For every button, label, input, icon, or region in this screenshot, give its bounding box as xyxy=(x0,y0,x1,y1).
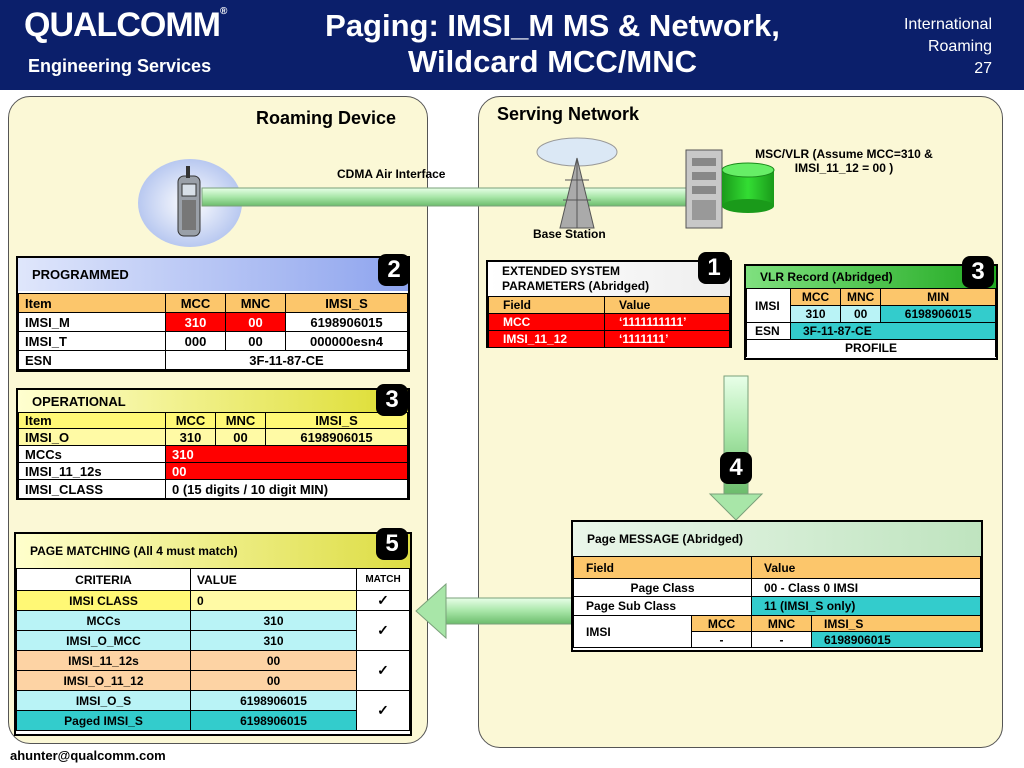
match-check-icon-imsi-s: ✓ xyxy=(356,690,410,731)
phone-icon xyxy=(177,166,201,237)
air-interface-pipe xyxy=(201,187,693,207)
roaming-device-title: Roaming Device xyxy=(256,108,397,128)
step-3-badge-operational: 3 xyxy=(376,384,408,416)
vlr-grid: IMSI MCC MNC MIN 310 00 6198906015 ESN 3… xyxy=(746,288,996,357)
extended-header: EXTENDED SYSTEM PARAMETERS (Abridged) xyxy=(488,262,730,296)
page-matching-header: PAGE MATCHING (All 4 must match) xyxy=(16,534,410,568)
extended-system-parameters-table: EXTENDED SYSTEM PARAMETERS (Abridged) Fi… xyxy=(486,260,732,348)
left-arrow xyxy=(415,582,573,640)
vlr-record-table: VLR Record (Abridged) IMSI MCC MNC MIN 3… xyxy=(744,264,998,360)
serving-network-title: Serving Network xyxy=(497,104,640,124)
msc-server-icon xyxy=(685,149,723,229)
base-station-icon xyxy=(536,137,618,229)
page-message-table: Page MESSAGE (Abridged) Field Value Page… xyxy=(571,520,983,652)
page-matching-table: PAGE MATCHING (All 4 must match) CRITERI… xyxy=(14,532,412,736)
vlr-header: VLR Record (Abridged) xyxy=(746,266,996,288)
step-4-badge: 4 xyxy=(720,452,752,484)
msc-vlr-label: MSC/VLR (Assume MCC=310 & IMSI_11_12 = 0… xyxy=(755,147,933,175)
programmed-grid: Item MCC MNC IMSI_S IMSI_M 310 00 619890… xyxy=(18,293,408,370)
step-2-badge: 2 xyxy=(378,254,410,286)
vlr-database-icon xyxy=(721,162,775,213)
engineering-services-label: Engineering Services xyxy=(28,56,212,76)
corner-label: International Roaming 27 xyxy=(904,14,992,80)
match-check-icon-1112: ✓ xyxy=(356,650,410,691)
step-3-badge-vlr: 3 xyxy=(962,256,994,288)
air-interface-label: CDMA Air Interface xyxy=(337,167,446,181)
page-number: 27 xyxy=(974,60,992,77)
qualcomm-logo: QUALCOMM® xyxy=(24,6,227,44)
page-message-grid: Field Value Page Class 00 - Class 0 IMSI… xyxy=(573,556,981,648)
header-bar: QUALCOMM® Engineering Services Paging: I… xyxy=(0,0,1024,90)
operational-grid: Item MCC MNC IMSI_S IMSI_O 310 00 619890… xyxy=(18,412,408,499)
page-message-header: Page MESSAGE (Abridged) xyxy=(573,522,981,556)
operational-table: OPERATIONAL Item MCC MNC IMSI_S IMSI_O 3… xyxy=(16,388,410,500)
page-matching-grid: CRITERIA VALUE MATCH IMSI CLASS 0 ✓ MCCs… xyxy=(16,568,410,731)
match-check-icon-class: ✓ xyxy=(356,590,410,611)
operational-header: OPERATIONAL xyxy=(18,390,408,412)
match-check-icon-mcc: ✓ xyxy=(356,610,410,651)
slide-title: Paging: IMSI_M MS & Network, Wildcard MC… xyxy=(325,8,780,79)
down-arrow xyxy=(708,375,764,521)
footer-email: ahunter@qualcomm.com xyxy=(10,748,166,763)
step-1-badge: 1 xyxy=(698,252,730,284)
step-5-badge: 5 xyxy=(376,528,408,560)
programmed-header: PROGRAMMED xyxy=(18,258,408,291)
base-station-label: Base Station xyxy=(533,227,606,241)
programmed-table: PROGRAMMED Item MCC MNC IMSI_S IMSI_M 31… xyxy=(16,256,410,372)
extended-grid: Field Value MCC ‘1111111111’ IMSI_11_12 … xyxy=(488,296,730,348)
